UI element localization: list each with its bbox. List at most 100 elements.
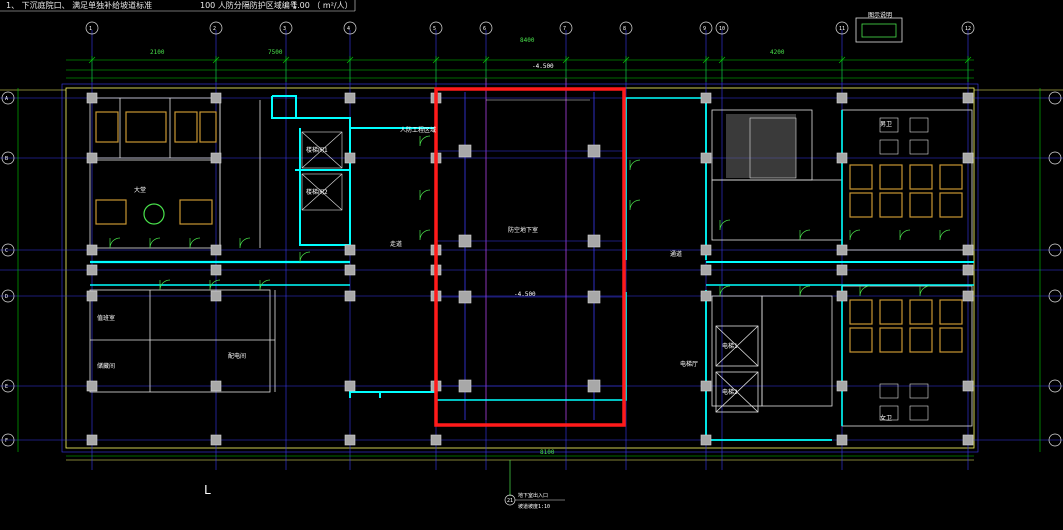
column-34 <box>700 380 712 392</box>
bottom-label-2: 地下室出入口 <box>518 492 548 499</box>
column-7 <box>86 434 98 446</box>
dim-level-2: -4.500 <box>514 291 536 298</box>
wc-sink-8 <box>909 405 929 421</box>
axis-bubble-col-label-4: 4 <box>347 26 350 32</box>
column-42 <box>836 434 848 446</box>
column-33 <box>700 290 712 302</box>
axis-bubble-col-label-2: 2 <box>213 26 216 32</box>
axis-bubble-col-label-12: 12 <box>965 26 971 32</box>
door-swing-18 <box>259 279 271 291</box>
column-10 <box>210 244 222 256</box>
column-51 <box>458 234 472 248</box>
label-stair-1: 楼梯间1 <box>306 146 328 154</box>
dim-slash-top-1 <box>88 56 96 64</box>
wc-fixtures <box>849 117 963 421</box>
bottom-callout: 21 地下室出入口 坡道坡度1:10 <box>504 460 565 510</box>
door-swing-20 <box>799 285 811 297</box>
column-39 <box>836 264 848 276</box>
wc-stall-15 <box>939 299 963 325</box>
wc-stall-12 <box>879 327 903 353</box>
axis-bubble-col-2 <box>209 21 223 35</box>
column-45 <box>962 244 974 256</box>
axis-bubble-col-label-8: 8 <box>623 26 626 32</box>
wc-stall-2 <box>849 192 873 218</box>
axis-bubble-row-3 <box>1 243 15 257</box>
left-block <box>89 97 350 393</box>
axis-bubble-row-6 <box>1 433 15 447</box>
column-16 <box>344 152 356 164</box>
axis-bubble-row-right-2 <box>1048 151 1062 165</box>
column-18 <box>344 264 356 276</box>
dim-slash-top-6 <box>482 56 490 64</box>
dim-slash-top-7 <box>562 56 570 64</box>
highlight-rectangle[interactable] <box>434 87 626 427</box>
column-29 <box>700 92 712 104</box>
axis-bubble-row-label-4: D <box>5 294 8 300</box>
axis-bubble-col-label-1: 1 <box>89 26 92 32</box>
dim-slash-top-2 <box>212 56 220 64</box>
column-5 <box>86 290 98 302</box>
wc-stall-9 <box>849 299 873 325</box>
wc-stall-11 <box>879 299 903 325</box>
axis-bubble-col-4 <box>343 21 357 35</box>
axis-bubble-row-label-2: B <box>5 156 8 162</box>
axis-bubble-col-label-10: 10 <box>719 26 725 32</box>
axis-bubble-col-5 <box>429 21 443 35</box>
wc-stall-13 <box>909 299 933 325</box>
axis-bubble-col-label-7: 7 <box>563 26 566 32</box>
dim-slash-top-10 <box>718 56 726 64</box>
bottom-label-3: 坡道坡度1:10 <box>518 503 550 510</box>
door-swings <box>109 135 951 297</box>
column-1 <box>86 92 98 104</box>
door-swing-12 <box>799 229 811 241</box>
door-swing-5 <box>299 251 311 263</box>
column-4 <box>86 264 98 276</box>
dim-top-b: 7500 <box>268 49 283 56</box>
axis-bubble-row-label-5: E <box>5 384 8 390</box>
wc-stall-6 <box>909 192 933 218</box>
column-9 <box>210 152 222 164</box>
axis-bubble-col-9 <box>699 21 713 35</box>
door-swing-21 <box>859 285 871 297</box>
door-swing-19 <box>719 285 731 297</box>
wc-stall-8 <box>939 192 963 218</box>
dim-slash-top-4 <box>346 56 354 64</box>
dim-slash-top-11 <box>838 56 846 64</box>
column-40 <box>836 290 848 302</box>
highlight-note: 人防工程区域 <box>400 126 436 134</box>
column-54 <box>587 144 601 158</box>
axis-bubble-row-right-3 <box>1048 243 1062 257</box>
column-37 <box>836 152 848 164</box>
door-swing-1 <box>109 237 121 249</box>
legend-box-label: 图示说明 <box>868 11 892 19</box>
top-note-1: 1、 下沉庭院口、 满足单独补给坡道标准 <box>6 0 152 10</box>
column-20 <box>344 380 356 392</box>
wc-sink-5 <box>879 383 899 399</box>
door-swing-22 <box>919 285 931 297</box>
column-6 <box>86 380 98 392</box>
column-28 <box>430 434 442 446</box>
dim-slash-top-8 <box>622 56 630 64</box>
axis-bubble-row-label-1: A <box>5 96 8 102</box>
column-43 <box>962 92 974 104</box>
axis-bubble-row-right-6 <box>1048 433 1062 447</box>
wc-sink-6 <box>909 383 929 399</box>
door-swing-16 <box>159 279 171 291</box>
axis-bubble-row-label-6: F <box>5 438 8 444</box>
dim-top-a: 2100 <box>150 49 165 56</box>
top-note-3: 1.00 （ m²/人） <box>292 1 353 10</box>
wc-stall-14 <box>909 327 933 353</box>
dim-top-c: 8400 <box>520 37 535 44</box>
label-wc-m: 男卫 <box>880 121 892 128</box>
column-19 <box>344 290 356 302</box>
label-left-storage: 储藏间 <box>97 362 115 370</box>
axis-bubble-col-6 <box>479 21 493 35</box>
right-stair-hatch <box>726 114 797 179</box>
label-left-room2: 配电间 <box>228 352 246 360</box>
column-52 <box>458 290 472 304</box>
column-38 <box>836 244 848 256</box>
dimension-texts: 2100 7500 8400 4200 -4.500 -4.500 8100 人… <box>150 37 785 456</box>
right-elevators <box>715 325 759 413</box>
dim-slash-top-3 <box>282 56 290 64</box>
